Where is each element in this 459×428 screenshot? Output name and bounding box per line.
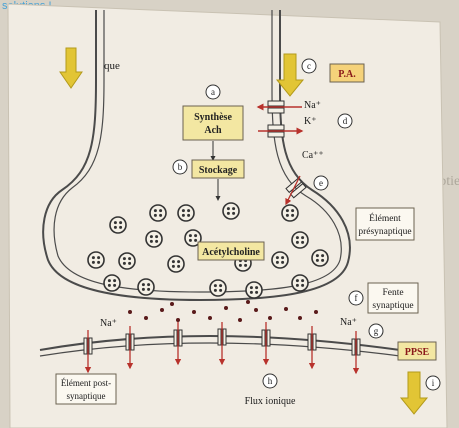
step-a-marker: a [205, 84, 221, 100]
down-arrow-icon-right [399, 371, 429, 415]
step-i-marker: i [425, 375, 441, 391]
synthese-label-line2: Ach [204, 125, 222, 136]
vesicle-icon [311, 249, 329, 267]
vesicle-icon [87, 251, 105, 269]
postsynaptic-membrane-outer [39, 335, 401, 351]
stockage-box [191, 159, 245, 179]
na-top-label: Na⁺ [304, 100, 321, 111]
element-presynaptique-line1: Élément [369, 212, 401, 224]
element-presynaptique-box [355, 207, 415, 241]
vesicle-icon [222, 202, 240, 220]
stockage-label: Stockage [199, 165, 238, 176]
element-presynaptique-line2: présynaptique [358, 227, 411, 237]
down-arrow-icon-center [275, 53, 305, 97]
fente-synaptique-line1: Fente [382, 288, 403, 298]
svg-text:c: c [307, 61, 311, 71]
vesicle-icon [245, 281, 263, 299]
step-h-marker: h [262, 373, 278, 389]
svg-text:a: a [211, 87, 215, 97]
svg-text:f: f [355, 293, 358, 303]
synthese-box [182, 105, 244, 141]
k-top-label: K⁺ [304, 116, 317, 127]
ppse-label: PPSE [405, 347, 430, 358]
vesicle-icon [149, 204, 167, 222]
vesicle-icon [209, 279, 227, 297]
synthese-label-line1: Synthèse [194, 112, 232, 123]
vesicle-icon [291, 231, 309, 249]
step-b-marker: b [172, 159, 188, 175]
ca-label: Ca⁺⁺ [302, 150, 324, 161]
acetylcholine-label: Acétylcholine [202, 247, 260, 258]
vesicle-icon [177, 204, 195, 222]
postsynaptic-membrane-inner [39, 342, 401, 357]
ion-channel-icon-k [267, 124, 285, 138]
ppse-box [397, 341, 437, 361]
svg-text:i: i [432, 378, 435, 388]
fente-synaptique-box [367, 282, 419, 314]
element-postsynaptique-line2: synaptique [67, 391, 106, 401]
pa-label: P.A. [338, 69, 356, 80]
presynaptic-membrane-inner [53, 10, 342, 293]
vesicle-icon [118, 252, 136, 270]
ion-channel-icon-na [267, 100, 285, 114]
svg-text:e: e [319, 178, 323, 188]
step-c-marker: c [301, 58, 317, 74]
pa-box [329, 63, 365, 83]
step-e-marker: e [313, 175, 329, 191]
vesicle-icon [103, 274, 121, 292]
svg-text:d: d [343, 116, 348, 126]
na-right-label: Na⁺ [340, 317, 357, 328]
vesicle-icon [281, 204, 299, 222]
step-f-marker: f [348, 290, 364, 306]
neurotransmitter-dots [128, 300, 318, 322]
fente-synaptique-line2: synaptique [372, 301, 413, 311]
presynaptic-membrane-outer [42, 10, 351, 302]
presynaptic-fragment-label: que [104, 60, 120, 72]
step-g-marker: g [368, 323, 384, 339]
svg-text:h: h [268, 376, 273, 386]
vesicle-icon [145, 230, 163, 248]
vesicle-icon [137, 278, 155, 296]
vesicle-icon [291, 274, 309, 292]
element-postsynaptique-line1: Élément post- [61, 378, 111, 388]
ion-flux-arrows [84, 322, 360, 375]
vesicle-icon [167, 255, 185, 273]
flux-ionique-label: Flux ionique [245, 396, 296, 407]
svg-text:b: b [178, 162, 183, 172]
down-arrow-icon-left [59, 47, 83, 89]
vesicle-icon [271, 251, 289, 269]
acetylcholine-box [197, 241, 265, 261]
step-d-marker: d [337, 113, 353, 129]
element-postsynaptique-box [55, 373, 117, 405]
ca-influx-arrow [285, 175, 301, 206]
svg-text:g: g [374, 326, 379, 336]
na-left-label: Na⁺ [100, 318, 117, 329]
vesicle-icon [109, 216, 127, 234]
